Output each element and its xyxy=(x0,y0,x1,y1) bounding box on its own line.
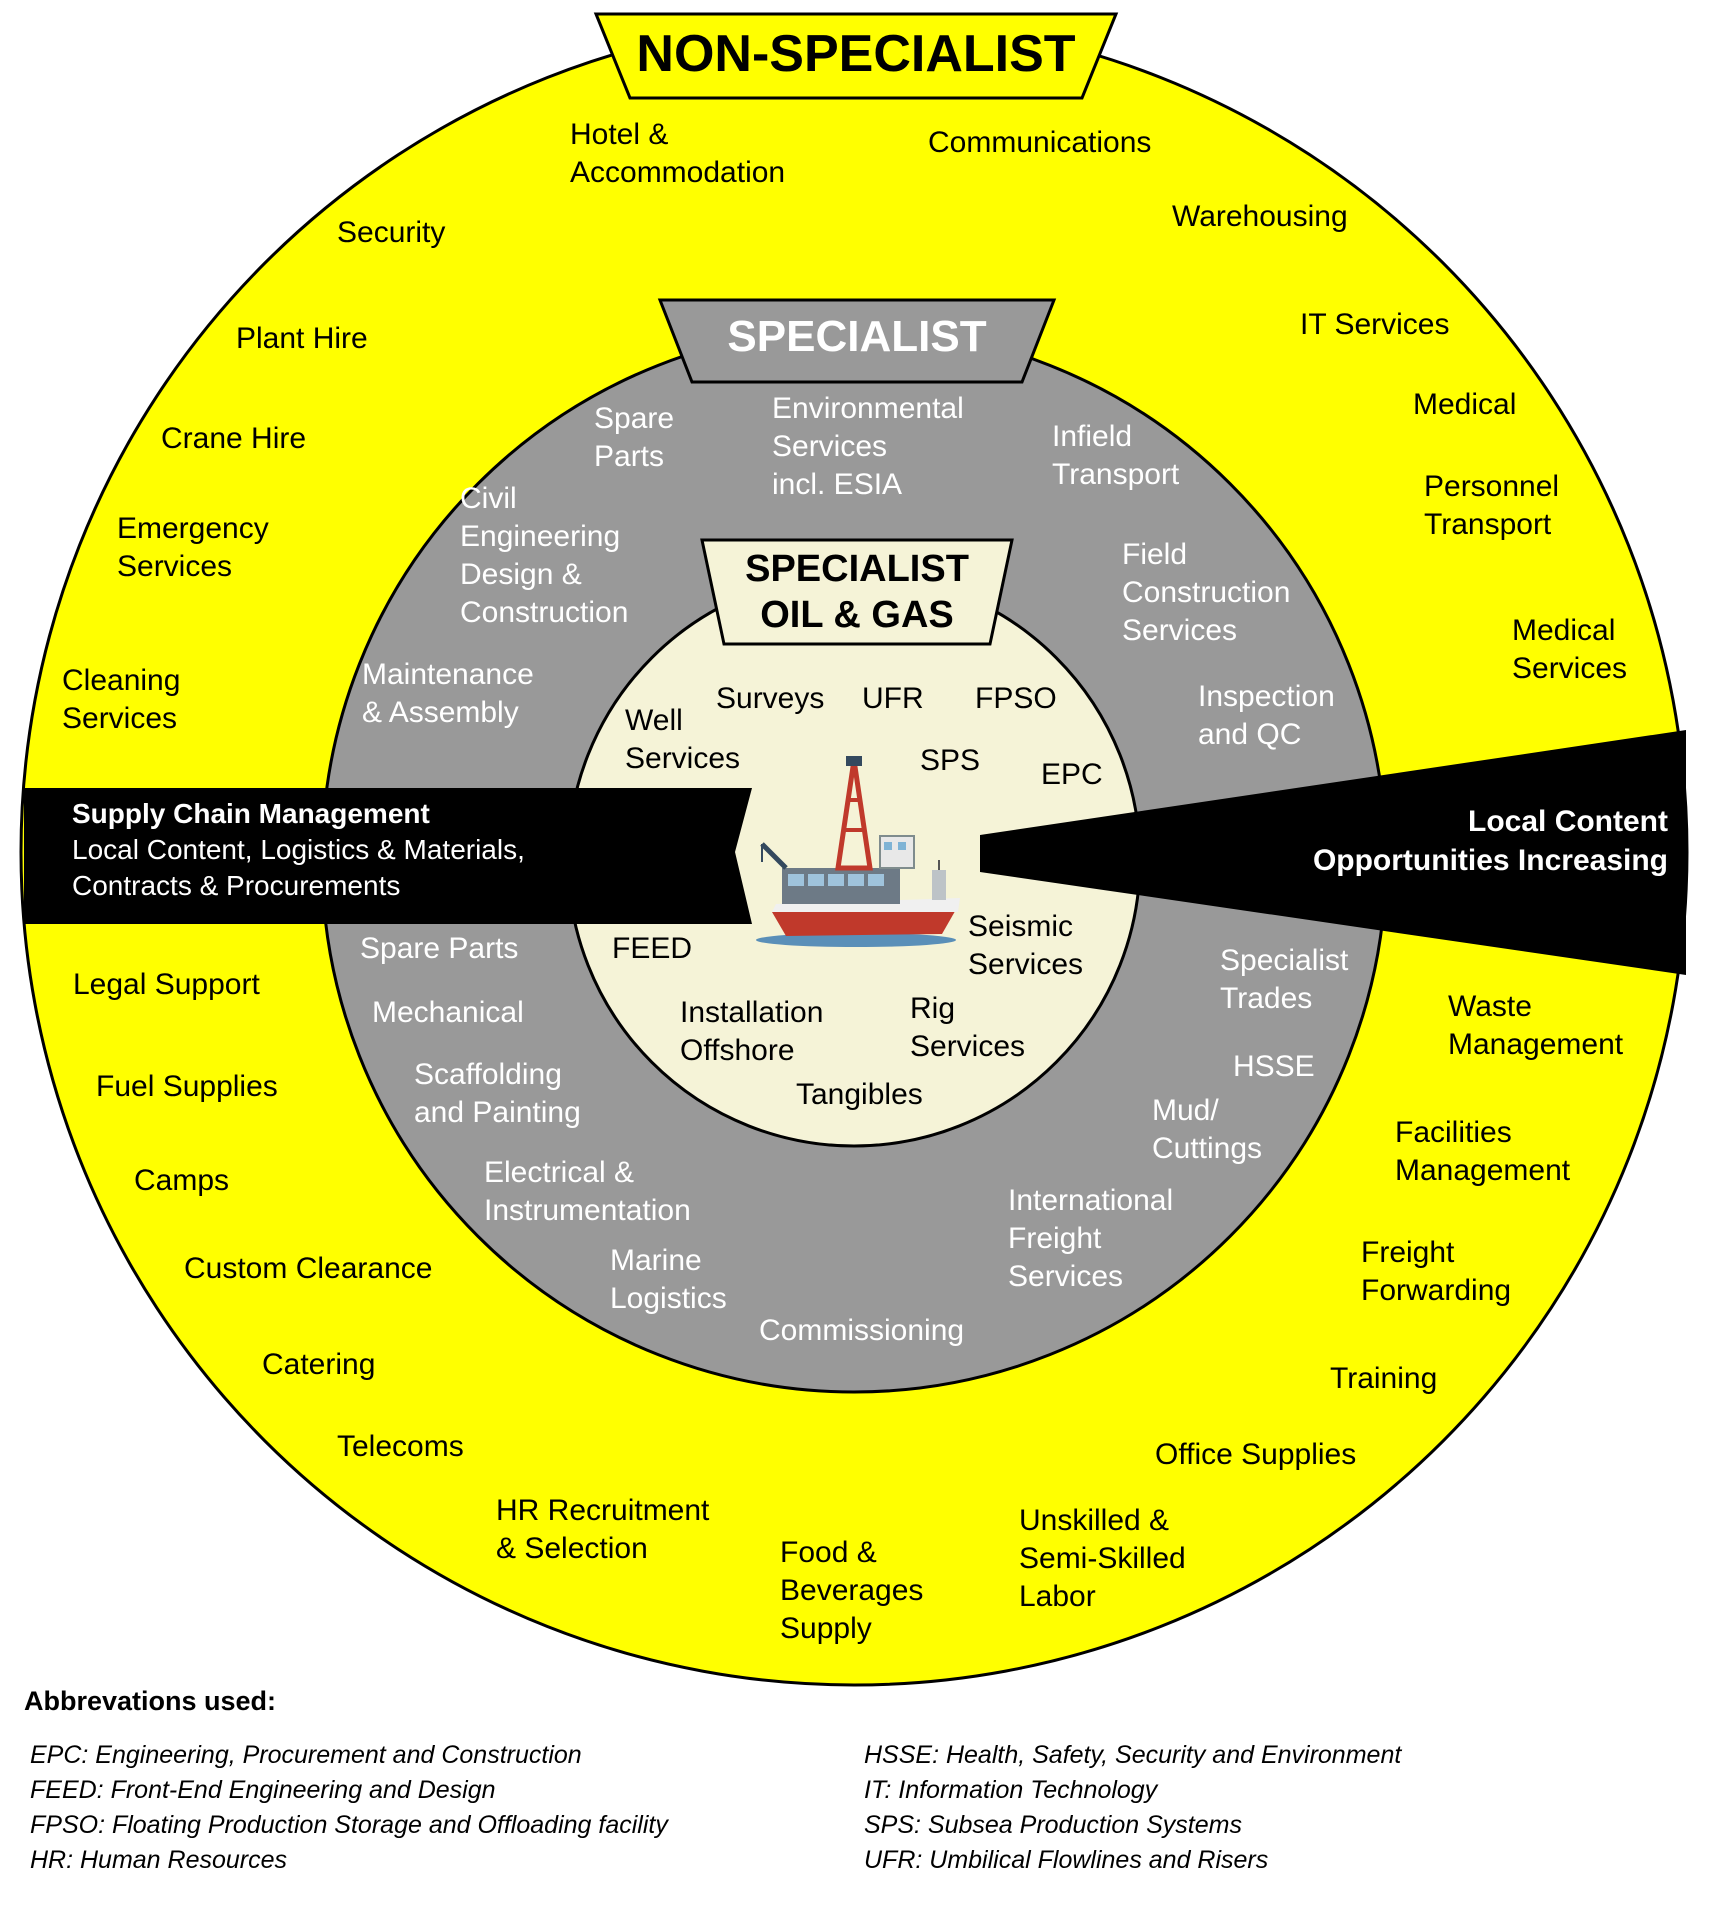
item-training: Training xyxy=(1330,1362,1438,1395)
item-unskilled-labor: Unskilled & Semi-Skilled Labor xyxy=(1019,1504,1186,1613)
oil-gas-banner: SPECIALIST OIL & GAS xyxy=(745,548,969,636)
item-fuel-supplies: Fuel Supplies xyxy=(96,1070,278,1103)
supply-chain-band xyxy=(24,788,752,924)
abbr-hr: HR: Human Resources xyxy=(30,1846,288,1874)
item-epc: EPC xyxy=(1041,758,1103,791)
abbr-fpso: FPSO: Floating Production Storage and Of… xyxy=(30,1811,668,1839)
item-waste-management: Waste Management xyxy=(1448,990,1624,1061)
abbreviations-title: Abbrevations used: xyxy=(24,1686,277,1716)
item-it-services: IT Services xyxy=(1300,308,1450,341)
supply-chain-text: Supply Chain Management Local Content, L… xyxy=(72,796,525,904)
item-facilities-management: Facilities Management xyxy=(1395,1116,1571,1187)
item-food-beverages: Food & Beverages Supply xyxy=(780,1536,924,1645)
item-personnel-transport: Personnel Transport xyxy=(1424,470,1560,541)
oil-gas-banner-shape xyxy=(700,538,1014,646)
item-seismic-services: Seismic Services xyxy=(968,910,1084,981)
abbr-it: IT: Information Technology xyxy=(864,1776,1158,1804)
item-plant-hire: Plant Hire xyxy=(236,322,368,355)
item-catering: Catering xyxy=(262,1348,376,1381)
supply-chain-line2: Contracts & Procurements xyxy=(72,870,401,901)
item-environmental-services: Environmental Services incl. ESIA xyxy=(772,392,964,501)
item-security: Security xyxy=(337,216,446,249)
item-scaffolding-painting: Scaffolding and Painting xyxy=(414,1058,581,1129)
item-fpso: FPSO xyxy=(975,682,1057,715)
item-warehousing: Warehousing xyxy=(1172,200,1348,233)
item-field-construction: Field Construction Services xyxy=(1122,538,1291,647)
item-medical-services: Medical Services xyxy=(1512,614,1628,685)
non-specialist-banner-shape xyxy=(593,12,1119,100)
item-specialist-trades: Specialist Trades xyxy=(1220,944,1349,1015)
item-installation-offshore: Installation Offshore xyxy=(680,996,824,1067)
item-tangibles: Tangibles xyxy=(796,1078,923,1111)
item-electrical-instrumentation: Electrical & Instrumentation xyxy=(484,1156,691,1227)
item-maintenance-assembly: Maintenance & Assembly xyxy=(362,658,534,729)
item-civil-engineering: Civil Engineering Design & Construction xyxy=(460,482,629,629)
item-freight-forwarding: Freight Forwarding xyxy=(1361,1236,1512,1307)
item-feed: FEED xyxy=(612,932,693,965)
specialist-banner-shape xyxy=(657,298,1057,384)
local-content-line2: Opportunities Increasing xyxy=(1312,844,1668,877)
local-content-wedge xyxy=(980,730,1686,975)
item-spare-parts-bottom: Spare Parts xyxy=(360,932,519,965)
supply-chain-title: Supply Chain Management xyxy=(72,798,430,829)
item-emergency-services: Emergency Services xyxy=(117,512,269,583)
non-specialist-banner: NON-SPECIALIST xyxy=(636,25,1076,83)
local-content-line1: Local Content xyxy=(1468,805,1668,838)
item-inspection-qc: Inspection and QC xyxy=(1198,680,1335,751)
supply-chain-line1: Local Content, Logistics & Materials, xyxy=(72,834,525,865)
item-mud-cuttings: Mud/ Cuttings xyxy=(1152,1094,1263,1165)
item-mechanical: Mechanical xyxy=(372,996,524,1029)
abbr-feed: FEED: Front-End Engineering and Design xyxy=(30,1776,496,1804)
item-international-freight: International Freight Services xyxy=(1008,1184,1174,1293)
abbr-sps: SPS: Subsea Production Systems xyxy=(864,1811,1242,1839)
item-hsse: HSSE xyxy=(1233,1050,1315,1083)
item-hr-recruitment: HR Recruitment & Selection xyxy=(496,1494,710,1565)
item-marine-logistics: Marine Logistics xyxy=(610,1244,727,1315)
item-telecoms: Telecoms xyxy=(337,1430,464,1463)
item-well-services: Well Services xyxy=(625,704,741,775)
item-crane-hire: Crane Hire xyxy=(161,422,307,455)
item-rig-services: Rig Services xyxy=(910,992,1026,1063)
item-infield-transport: Infield Transport xyxy=(1052,420,1180,491)
item-surveys: Surveys xyxy=(716,682,825,715)
offshore-rig-icon xyxy=(756,756,960,947)
item-legal-support: Legal Support xyxy=(73,968,260,1001)
item-communications: Communications xyxy=(928,126,1152,159)
item-spare-parts-top: Spare Parts xyxy=(594,402,675,473)
item-medical: Medical xyxy=(1413,388,1517,421)
local-content-text: Local Content Opportunities Increasing xyxy=(1313,802,1668,880)
item-ufr: UFR xyxy=(862,682,924,715)
abbr-hsse: HSSE: Health, Safety, Security and Envir… xyxy=(864,1741,1402,1769)
item-camps: Camps xyxy=(134,1164,230,1197)
item-sps: SPS xyxy=(920,744,981,777)
item-cleaning-services: Cleaning Services xyxy=(62,664,181,735)
item-hotel-accommodation: Hotel & Accommodation xyxy=(570,118,786,189)
item-commissioning: Commissioning xyxy=(759,1314,965,1347)
abbr-ufr: UFR: Umbilical Flowlines and Risers xyxy=(864,1846,1269,1874)
specialist-banner: SPECIALIST xyxy=(727,312,987,361)
item-office-supplies: Office Supplies xyxy=(1155,1438,1357,1471)
item-custom-clearance: Custom Clearance xyxy=(184,1252,433,1285)
abbr-epc: EPC: Engineering, Procurement and Constr… xyxy=(30,1741,582,1769)
